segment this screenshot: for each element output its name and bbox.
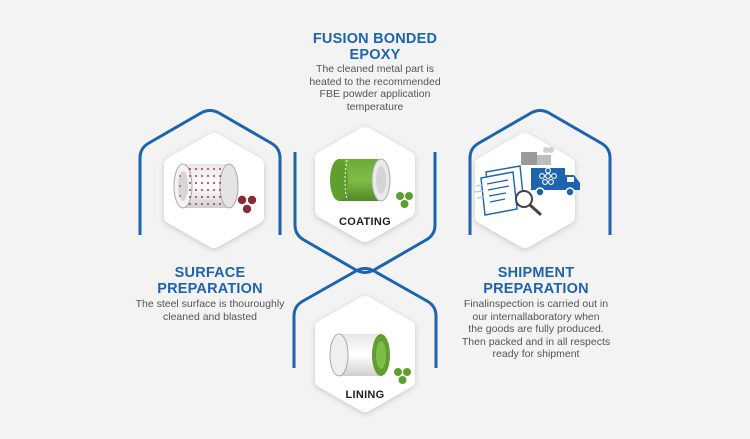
center-title: FUSION BONDED EPOXY xyxy=(280,31,470,63)
left-desc-line: cleaned and blasted xyxy=(163,310,257,323)
center-desc-line: The cleaned metal part is xyxy=(316,63,434,75)
coating-label: COATING xyxy=(339,216,391,228)
center-description: The cleaned metal part is heated to the … xyxy=(270,63,480,113)
center-desc-line: FBE powder application xyxy=(319,88,431,101)
shipment-inspection-icon xyxy=(473,147,580,216)
center-hex-frame xyxy=(293,152,437,274)
right-description: Finalinspection is carried out in our in… xyxy=(426,298,646,361)
left-description: The steel surface is thouroughly cleaned… xyxy=(100,298,320,323)
left-title: SURFACE PREPARATION xyxy=(110,265,310,297)
left-desc-line: The steel surface is thouroughly xyxy=(135,298,285,310)
right-desc-line: Then packed and in all respects xyxy=(461,335,611,348)
blasted-cylinder-icon xyxy=(173,163,239,209)
center-desc-line: temperature xyxy=(346,100,404,113)
right-hex-frame xyxy=(468,109,612,235)
lined-cylinder-icon xyxy=(329,333,390,377)
right-desc-line: ready for shipment xyxy=(492,348,580,361)
powder-green-icon xyxy=(394,368,411,384)
right-title: SHIPMENT PREPARATION xyxy=(436,265,636,297)
center-desc-line: heated to the recommended xyxy=(309,75,441,88)
center-title-line2: EPOXY xyxy=(349,47,401,63)
lining-label: LINING xyxy=(345,389,384,401)
left-hex-frame xyxy=(138,109,282,235)
center-title-line1: FUSION BONDED xyxy=(312,31,438,47)
right-desc-line: the goods are fully produced. xyxy=(468,323,604,336)
bottom-hex-frame xyxy=(292,267,438,368)
right-title-line2: PREPARATION xyxy=(483,281,589,297)
coated-cylinder-icon xyxy=(330,158,391,202)
blast-grit-icon xyxy=(237,195,257,214)
right-desc-line: Finalinspection is carried out in xyxy=(463,298,609,310)
left-title-line1: SURFACE xyxy=(174,265,246,281)
left-title-line2: PREPARATION xyxy=(157,281,263,297)
powder-green-icon xyxy=(396,192,413,208)
right-title-line1: SHIPMENT xyxy=(497,265,575,281)
right-desc-line: our internallaboratory when xyxy=(472,310,600,323)
